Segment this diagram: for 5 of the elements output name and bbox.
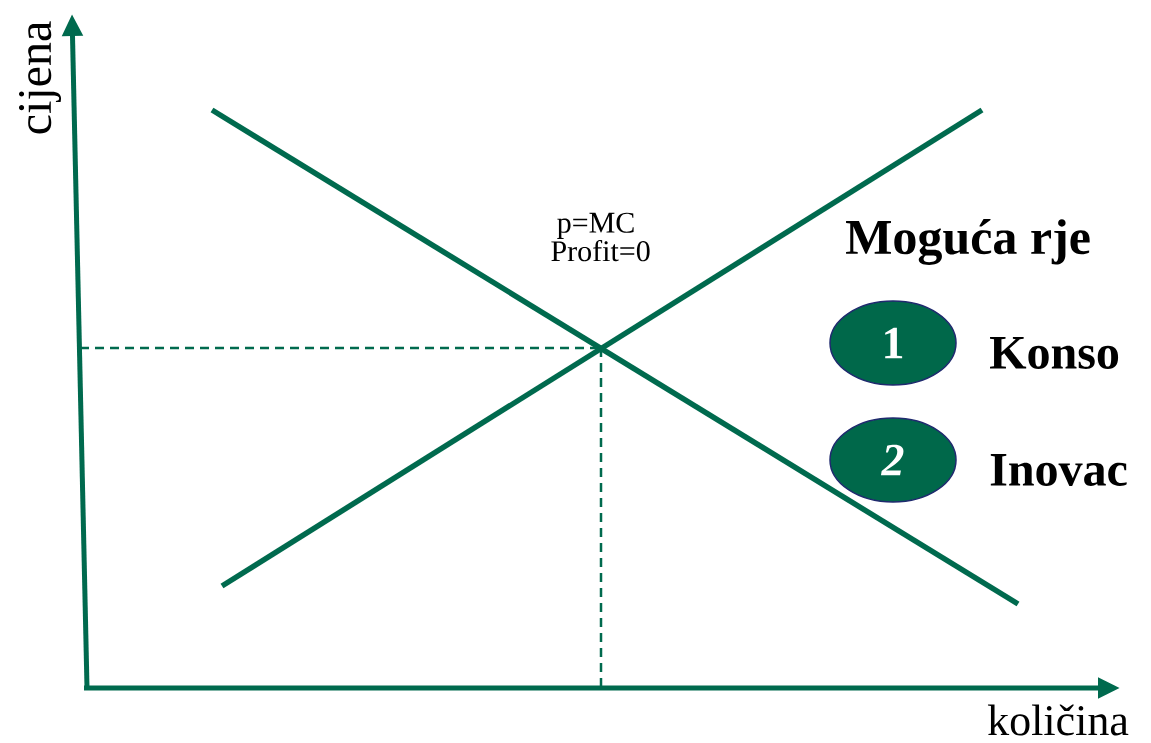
annotation: p=MC Profit=0 (551, 212, 650, 262)
item-label: Konso (990, 337, 1119, 369)
axis-label: količina (987, 704, 1129, 736)
item-label: Inovac (990, 454, 1127, 486)
axis-label: cijena (19, 21, 61, 134)
